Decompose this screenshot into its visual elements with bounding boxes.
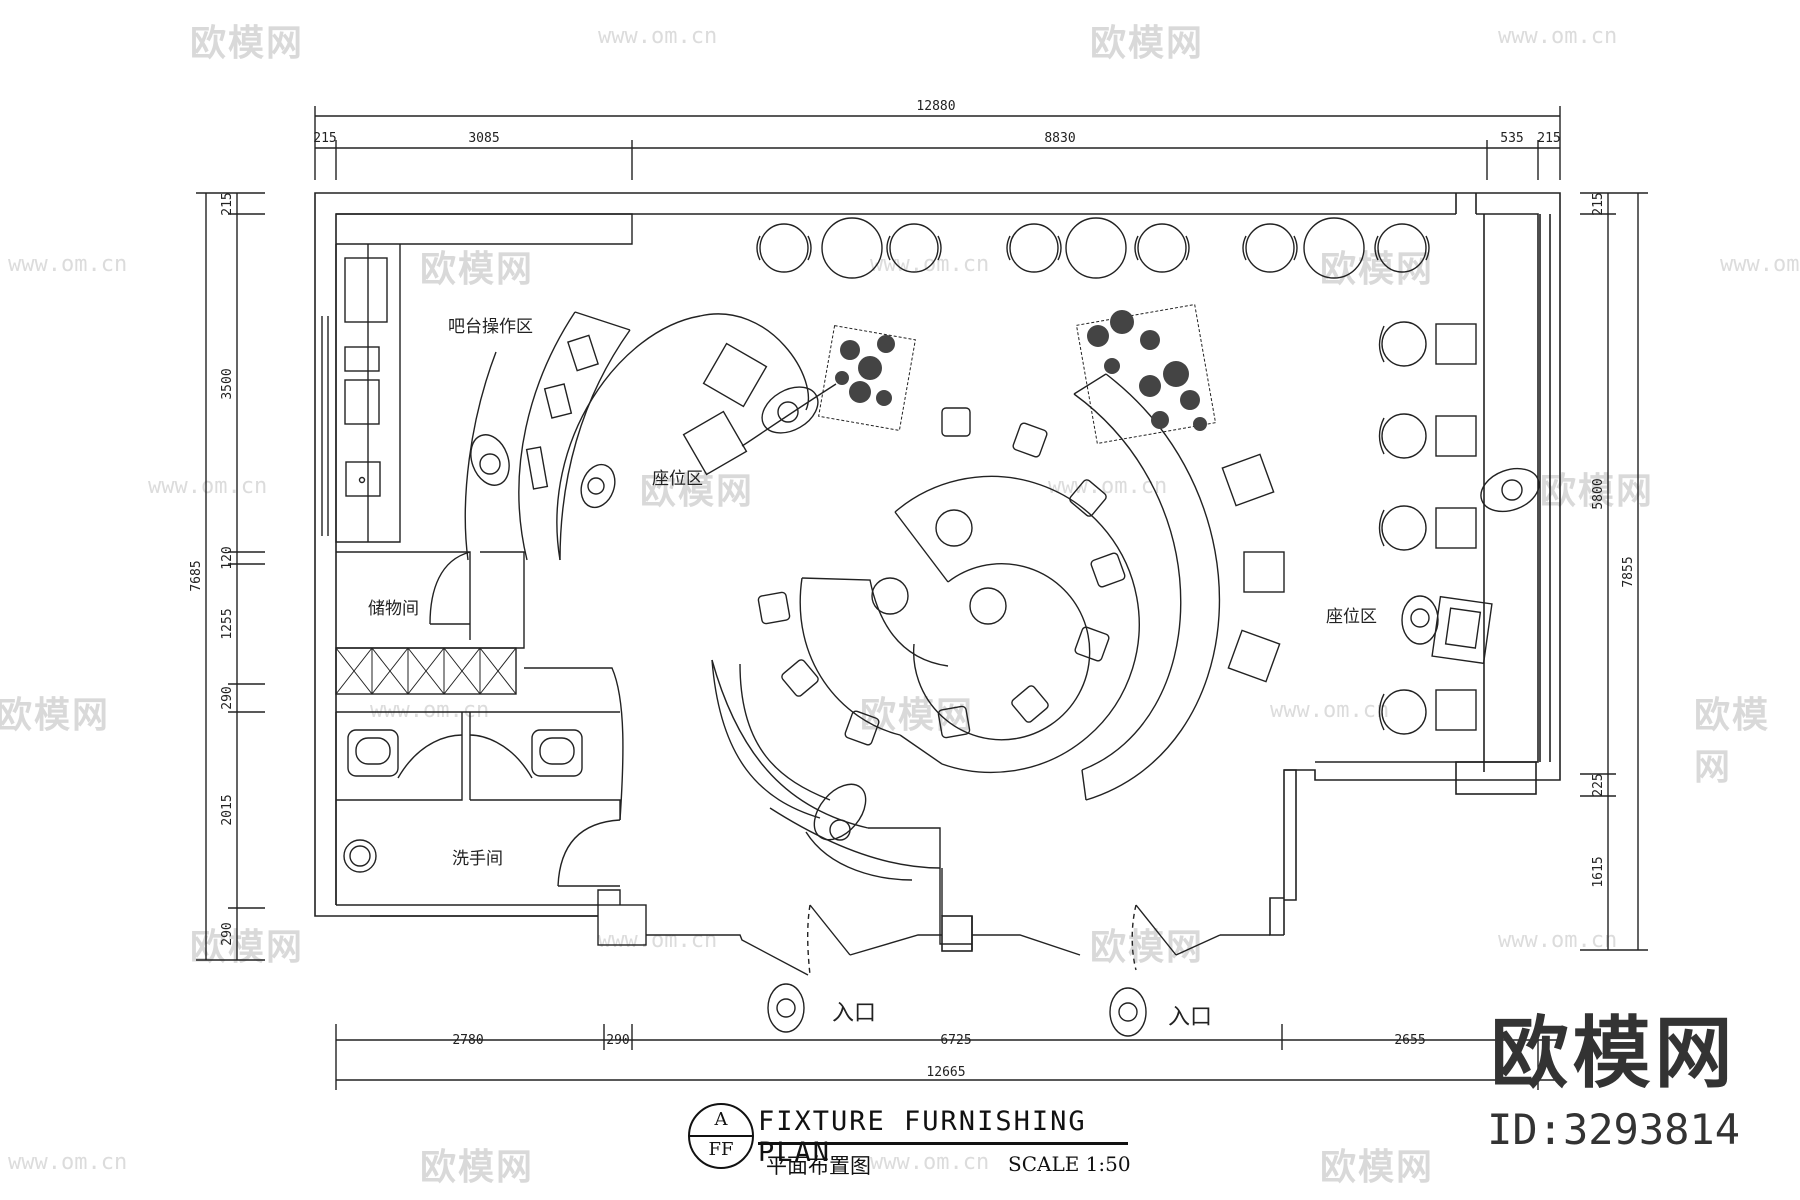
dim-top-seg: 535 [1500, 131, 1523, 146]
washroom [335, 712, 647, 946]
dim-bottom-seg: 2780 [452, 1033, 483, 1048]
top-row-table-sets [756, 217, 1430, 279]
room-labels: 吧台操作区 座位区 座位区 储物间 洗手间 入口 入口 [368, 317, 1377, 1030]
outer-arc-square-tables [682, 342, 1285, 683]
brand-stamp: 欧模网 ID:3293814 [1487, 1015, 1740, 1154]
dimension-labels: 12880 215 3085 8830 535 215 7685 215 350… [189, 99, 1636, 1080]
entrance-door-left [646, 904, 942, 976]
label-seating-left: 座位区 [652, 469, 703, 489]
dim-top-seg: 8830 [1044, 131, 1075, 146]
dim-left-seg: 3500 [220, 368, 235, 399]
drawing-reference-bubble: A FF [688, 1103, 754, 1169]
top-dimension-chain [314, 106, 1561, 180]
spiral-chairs [757, 407, 1126, 746]
dim-bottom-seg: 2655 [1394, 1033, 1425, 1048]
dim-left-seg: 215 [220, 192, 235, 215]
label-entrance-right: 入口 [1168, 1005, 1212, 1030]
label-storage: 储物间 [368, 599, 419, 619]
label-entrance-left: 入口 [832, 1001, 876, 1026]
dim-top-seg: 215 [313, 131, 336, 146]
dim-bottom-seg: 6725 [940, 1033, 971, 1048]
drawing-scale: SCALE 1:50 [1008, 1152, 1131, 1176]
dim-left-total: 7685 [189, 560, 204, 591]
drawing-subtitle: 平面布置图 [766, 1154, 871, 1178]
dim-top-seg: 3085 [468, 131, 499, 146]
dim-left-seg: 290 [220, 686, 235, 709]
dim-bottom-total: 12665 [926, 1065, 965, 1080]
label-seating-right: 座位区 [1326, 607, 1377, 627]
brand-logo: 欧模网 [1490, 1009, 1737, 1099]
title-underline [758, 1142, 1128, 1145]
right-wall-seating [1378, 321, 1493, 735]
plant-icon [835, 310, 1207, 431]
bar-counter [464, 311, 631, 561]
dim-bottom-seg: 290 [606, 1033, 629, 1048]
right-dimension-chain [1580, 192, 1648, 951]
people-figures [470, 386, 1540, 1037]
entrance-door-right [972, 904, 1221, 971]
dim-right-seg: 5800 [1591, 478, 1606, 509]
dim-right-seg: 215 [1591, 192, 1606, 215]
dim-left-seg: 1255 [220, 608, 235, 639]
exterior-walls [314, 192, 1561, 952]
curved-counter-outer [711, 373, 1221, 819]
reference-letter: A [714, 1109, 728, 1130]
model-id: ID:3293814 [1487, 1105, 1740, 1154]
dim-left-seg: 2015 [220, 794, 235, 825]
left-seating-arc [556, 313, 837, 561]
front-counter [711, 659, 972, 945]
title-block: A FF FIXTURE FURNISHING PLAN 平面布置图 SCALE… [688, 1098, 1158, 1178]
reference-code: FF [708, 1139, 734, 1160]
dim-left-seg: 290 [220, 922, 235, 945]
dim-left-seg: 120 [220, 546, 235, 569]
storage-room [335, 551, 624, 821]
bottom-dimension-chain [335, 1024, 1560, 1090]
dim-right-total: 7855 [1621, 556, 1636, 587]
dim-top-total: 12880 [916, 99, 955, 114]
dim-right-seg: 225 [1591, 773, 1606, 796]
label-bar-area: 吧台操作区 [448, 317, 533, 337]
planters [818, 303, 1217, 445]
dim-top-seg: 215 [1537, 131, 1560, 146]
bubble-divider [690, 1135, 752, 1137]
label-washroom: 洗手间 [452, 849, 503, 869]
dim-right-seg: 1615 [1591, 856, 1606, 887]
left-dimension-chain [196, 192, 265, 961]
bar-back-wall [321, 213, 633, 543]
